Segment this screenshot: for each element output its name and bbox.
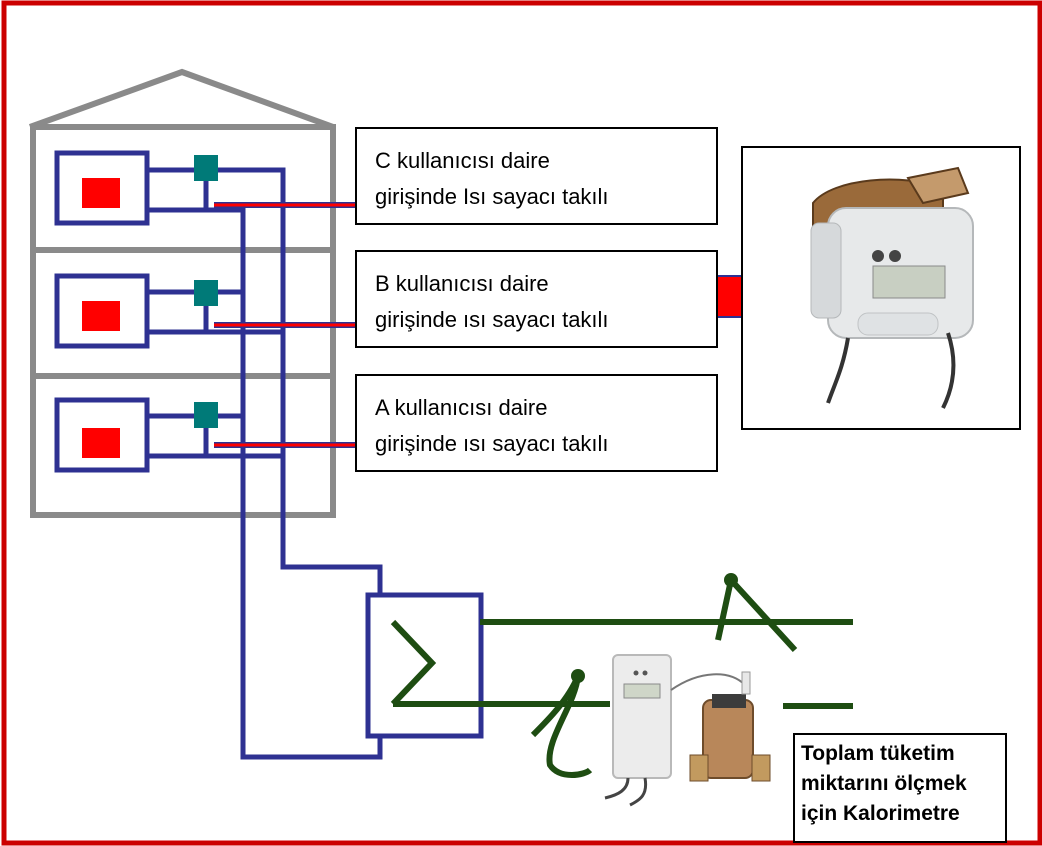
valve-dot-1 <box>724 573 738 587</box>
apartment-b-loop <box>54 273 150 349</box>
label-user-a: A kullanıcısı daire girişinde ısı sayacı… <box>355 374 718 472</box>
label-total-line3: için Kalorimetre <box>801 802 960 825</box>
label-user-c: C kullanıcısı daire girişinde Isı sayacı… <box>355 127 718 225</box>
radiator-b <box>82 301 120 331</box>
heat-exchanger <box>365 592 484 739</box>
apartment-c-loop <box>54 150 150 226</box>
valve-dot-2 <box>571 669 585 683</box>
label-user-c-line2: girişinde Isı sayacı takılı <box>375 184 609 209</box>
radiator-c <box>82 178 120 208</box>
meter-node-b <box>194 280 218 306</box>
radiator-a <box>82 428 120 458</box>
apartment-a-loop <box>54 397 150 473</box>
heat-meter-photo-frame <box>741 146 1021 430</box>
meter-node-a <box>194 402 218 428</box>
label-user-b: B kullanıcısı daire girişinde ısı sayacı… <box>355 250 718 348</box>
building-outline <box>30 124 336 518</box>
label-user-b-line2: girişinde ısı sayacı takılı <box>375 307 609 332</box>
calorimeter-icon <box>604 654 746 807</box>
label-user-a-line1: A kullanıcısı daire <box>375 395 548 420</box>
label-user-a-line2: girişinde ısı sayacı takılı <box>375 431 609 456</box>
heat-meter-icon <box>810 166 974 409</box>
label-user-b-line1: B kullanıcısı daire <box>375 271 549 296</box>
label-total-calorimeter: Toplam tüketim miktarını ölçmek için Kal… <box>793 733 1007 843</box>
label-total-line2: miktarını ölçmek <box>801 772 967 795</box>
building-roof <box>28 68 335 130</box>
label-total-line1: Toplam tüketim <box>801 742 955 765</box>
label-user-c-line1: C kullanıcısı daire <box>375 148 550 173</box>
meter-node-c <box>194 155 218 181</box>
water-flow-meter-icon <box>689 671 771 782</box>
supply-lines <box>390 577 853 778</box>
